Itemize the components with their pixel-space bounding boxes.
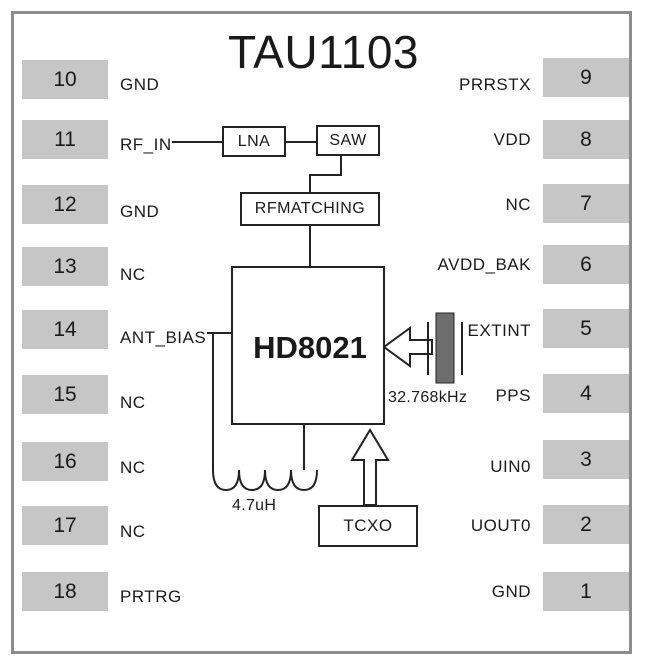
pin-18-label: PRTRG	[120, 587, 182, 606]
module-title: TAU1103	[227, 26, 419, 78]
pin-8-pad: 8	[543, 120, 629, 159]
pin-11-pad: 11	[22, 120, 108, 159]
pin-4-label: PPS	[495, 386, 531, 405]
hd8021-chip: HD8021	[231, 266, 385, 425]
chip-label: HD8021	[253, 330, 367, 365]
pin-4-pad: 4	[543, 374, 629, 413]
pin-15-pad: 15	[22, 375, 108, 414]
pin-17-pad: 17	[22, 506, 108, 545]
pin-8-label: VDD	[493, 130, 531, 149]
pin-18-pad: 18	[22, 572, 108, 611]
tcxo-block: TCXO	[318, 505, 418, 547]
crystal-arrow	[382, 326, 433, 368]
saw-block: SAW	[316, 125, 380, 156]
pin-3-pad: 3	[543, 440, 629, 479]
pin-10-label: GND	[120, 75, 160, 94]
inductor-value: 4.7uH	[232, 497, 277, 514]
tcxo-arrow	[350, 428, 390, 506]
pin-5-label: EXTINT	[467, 321, 531, 340]
pin-7-pad: 7	[543, 184, 629, 223]
pin-9-pad: 9	[543, 58, 629, 97]
rf-matching-block: RFMATCHING	[240, 192, 380, 226]
pin-5-pad: 5	[543, 309, 629, 348]
crystal-frequency: 32.768kHz	[388, 389, 468, 406]
pin-1-label: GND	[491, 582, 531, 601]
pin-1-pad: 1	[543, 572, 629, 611]
pin-13-pad: 13	[22, 247, 108, 286]
pin-13-label: NC	[120, 265, 146, 284]
pin-6-pad: 6	[543, 245, 629, 284]
pin-11-label: RF_IN	[120, 135, 172, 154]
saw-matching-wire	[309, 155, 342, 192]
pin-14-pad: 14	[22, 310, 108, 349]
pin-6-label: AVDD_BAK	[437, 255, 531, 274]
pin-3-label: UIN0	[490, 457, 531, 476]
lna-block: LNA	[222, 126, 286, 157]
pin-10-pad: 10	[22, 60, 108, 99]
pin-14-label: ANT_BIAS	[120, 328, 207, 347]
pin-12-pad: 12	[22, 185, 108, 224]
pin-16-pad: 16	[22, 442, 108, 481]
pin-7-label: NC	[505, 195, 531, 214]
crystal-body	[435, 312, 455, 384]
pin-2-label: UOUT0	[470, 516, 531, 535]
pin-15-label: NC	[120, 393, 146, 412]
pin-16-label: NC	[120, 458, 146, 477]
pin-12-label: GND	[120, 202, 160, 221]
pin-9-label: PRRSTX	[459, 75, 531, 94]
pin-2-pad: 2	[543, 505, 629, 544]
inductor-coil	[212, 469, 318, 492]
pin-17-label: NC	[120, 522, 146, 541]
